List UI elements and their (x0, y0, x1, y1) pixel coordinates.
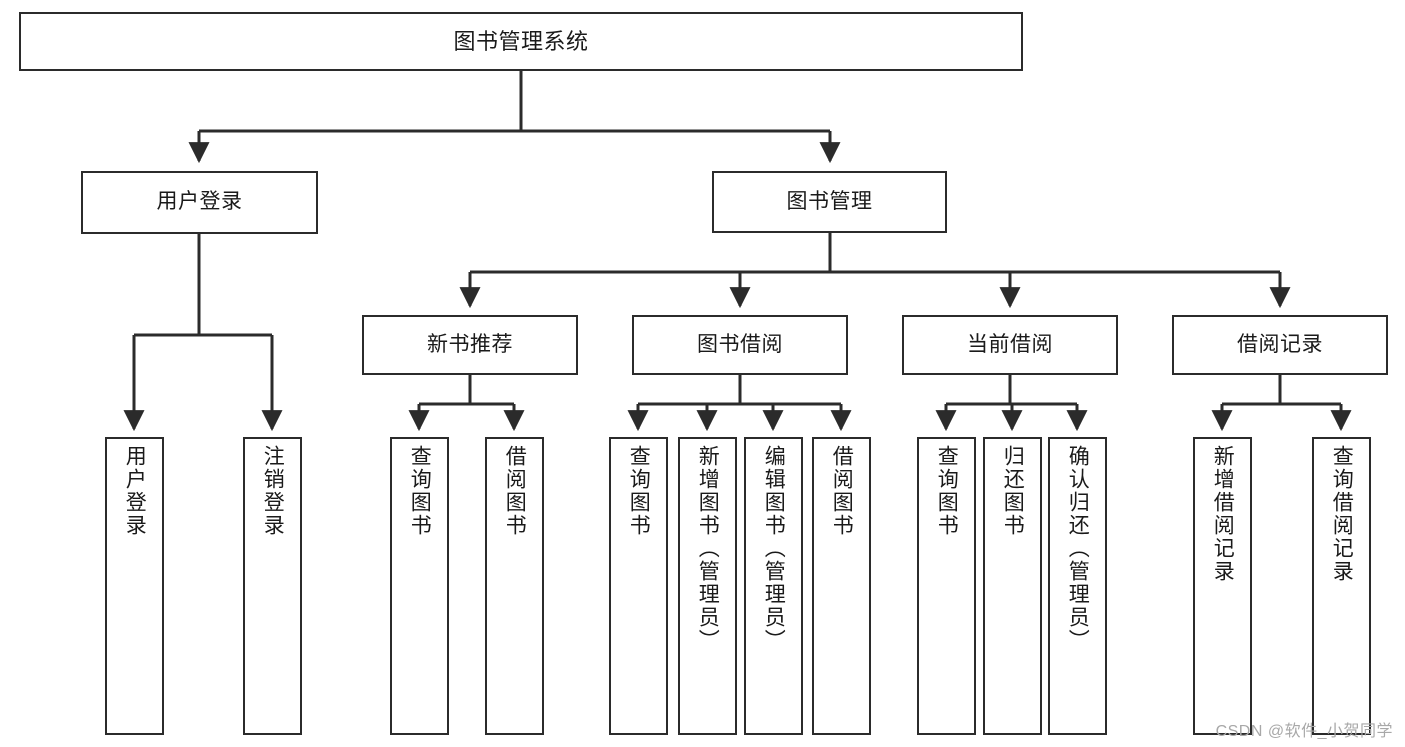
node-label: 查询借阅记录 (1330, 445, 1354, 583)
node-borrow-record[interactable]: 借阅记录 (1172, 315, 1388, 375)
leaf-edit-book-admin[interactable]: 编辑图书（管理员） (744, 437, 803, 735)
leaf-query-borrow-record[interactable]: 查询借阅记录 (1312, 437, 1371, 735)
leaf-query-book-borrow[interactable]: 查询图书 (609, 437, 668, 735)
leaf-query-book-current[interactable]: 查询图书 (917, 437, 976, 735)
node-label: 编辑图书（管理员） (762, 445, 786, 652)
node-label: 确认归还（管理员） (1066, 445, 1090, 652)
node-label: 图书管理系统 (453, 28, 589, 54)
node-label: 借阅记录 (1237, 332, 1323, 356)
node-label: 注销登录 (261, 445, 285, 537)
node-label: 借阅图书 (503, 445, 527, 537)
node-label: 新增图书（管理员） (696, 445, 720, 652)
node-root-book-management-system[interactable]: 图书管理系统 (19, 12, 1023, 71)
leaf-add-book-admin[interactable]: 新增图书（管理员） (678, 437, 737, 735)
node-label: 当前借阅 (967, 332, 1053, 356)
node-label: 归还图书 (1001, 445, 1025, 537)
node-book-management[interactable]: 图书管理 (712, 171, 947, 233)
node-label: 用户登录 (123, 445, 147, 537)
node-book-borrow[interactable]: 图书借阅 (632, 315, 848, 375)
node-label: 图书借阅 (697, 332, 783, 356)
leaf-confirm-return-admin[interactable]: 确认归还（管理员） (1048, 437, 1107, 735)
leaf-logout[interactable]: 注销登录 (243, 437, 302, 735)
node-label: 图书管理 (786, 189, 873, 213)
node-current-borrow[interactable]: 当前借阅 (902, 315, 1118, 375)
node-label: 用户登录 (156, 190, 243, 214)
node-label: 查询图书 (408, 445, 432, 537)
watermark-text: CSDN @软件_小贺同学 (1215, 723, 1393, 740)
leaf-borrow-book-recommend[interactable]: 借阅图书 (485, 437, 544, 735)
node-label: 查询图书 (627, 445, 651, 537)
node-new-book-recommend[interactable]: 新书推荐 (362, 315, 578, 375)
leaf-query-book-recommend[interactable]: 查询图书 (390, 437, 449, 735)
node-label: 查询图书 (935, 445, 959, 537)
node-label: 新书推荐 (427, 332, 513, 356)
leaf-borrow-book[interactable]: 借阅图书 (812, 437, 871, 735)
leaf-user-login[interactable]: 用户登录 (105, 437, 164, 735)
leaf-add-borrow-record[interactable]: 新增借阅记录 (1193, 437, 1252, 735)
node-label: 新增借阅记录 (1211, 445, 1235, 583)
leaf-return-book[interactable]: 归还图书 (983, 437, 1042, 735)
node-user-login[interactable]: 用户登录 (81, 171, 318, 234)
node-label: 借阅图书 (830, 445, 854, 537)
